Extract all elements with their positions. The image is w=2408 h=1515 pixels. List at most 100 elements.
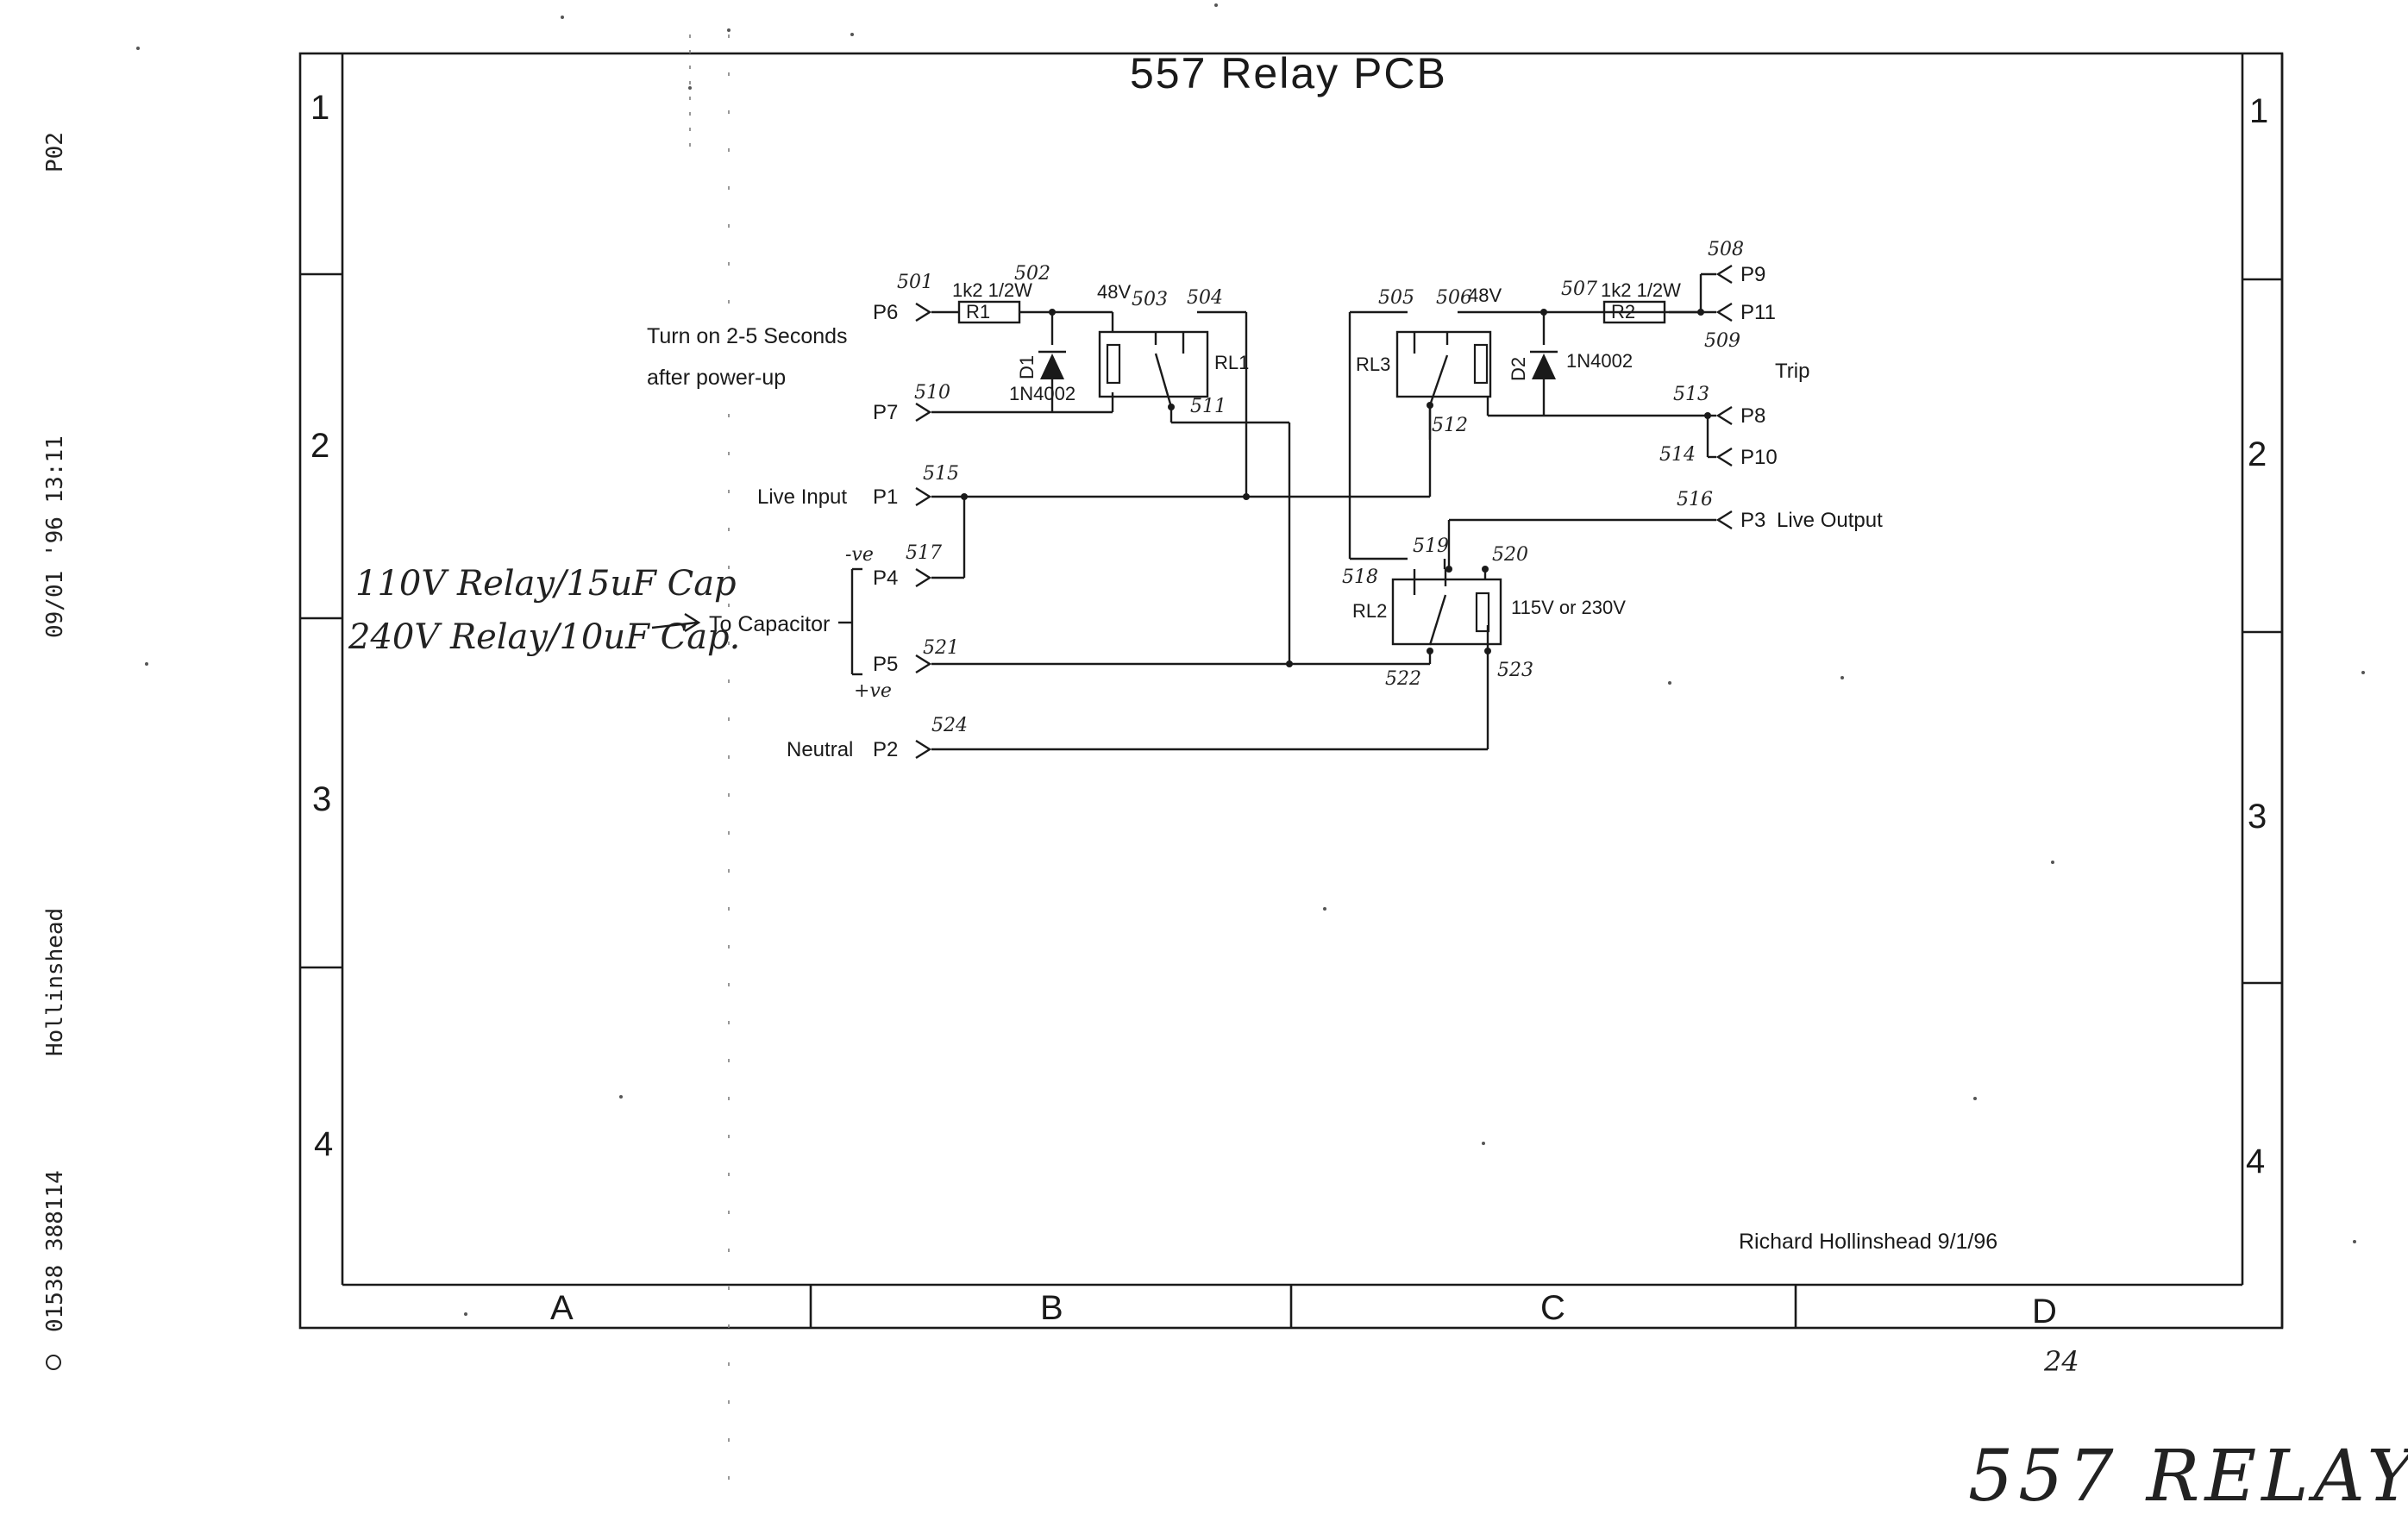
row-label-3-right: 3	[2248, 798, 2267, 836]
relay-rl1: RL1 48V	[1097, 281, 1249, 408]
node-504: 504	[1187, 287, 1223, 309]
r2-designator: R2	[1611, 301, 1635, 322]
node-507: 507	[1561, 279, 1597, 300]
port-p6: P6	[873, 301, 898, 324]
row-label-1-right: 1	[2249, 92, 2268, 130]
node-labels: 501 502 503 504 505 506 507 508 509 510 …	[897, 239, 1744, 736]
port-p7: P7	[873, 401, 898, 424]
fax-mark-icon	[46, 1355, 61, 1370]
row-label-4-left: 4	[314, 1125, 333, 1163]
d1-value: 1N4002	[1009, 383, 1075, 404]
port-p1: P1	[873, 485, 898, 509]
port-p2: P2	[873, 738, 898, 761]
fax-header-strip: P02 09/01 '96 13:11 Hollinshead 01538 38…	[42, 132, 68, 1370]
row-label-4-right: 4	[2246, 1143, 2265, 1180]
node-522: 522	[1385, 668, 1421, 690]
rl1-48v: 48V	[1097, 281, 1131, 303]
scan-dash-trail	[689, 34, 730, 1509]
col-label-a: A	[550, 1289, 574, 1327]
port-p11: P11	[1740, 301, 1776, 324]
node-518: 518	[1342, 567, 1378, 588]
handwritten-arrow-icon	[651, 612, 701, 633]
capacitor-bracket: -ve +ve	[838, 544, 892, 702]
col-label-b: B	[1040, 1289, 1063, 1327]
d1-designator: D1	[1016, 355, 1038, 379]
col-label-d: D	[2032, 1293, 2057, 1330]
fax-phone: 01538 388114	[42, 1170, 68, 1332]
relay-rl3: RL3 48V	[1356, 285, 1502, 406]
row-label-2-right: 2	[2248, 435, 2267, 473]
page-number: 24	[2043, 1345, 2079, 1378]
node-514: 514	[1659, 444, 1696, 466]
node-511: 511	[1190, 396, 1226, 417]
fax-datetime: 09/01 '96 13:11	[42, 435, 68, 638]
fax-page-code: P02	[42, 132, 68, 172]
turn-on-note-line2: after power-up	[647, 366, 786, 390]
rl1-designator: RL1	[1214, 352, 1249, 373]
diode-d1: D1 1N4002	[1009, 350, 1075, 404]
rl2-designator: RL2	[1352, 600, 1387, 622]
relay-rl2: RL2 115V or 230V	[1352, 569, 1626, 646]
trip-label: Trip	[1775, 360, 1809, 383]
node-508: 508	[1708, 239, 1744, 260]
fax-sender-name: Hollinshead	[42, 908, 68, 1056]
node-510: 510	[914, 382, 950, 404]
node-502: 502	[1014, 263, 1050, 285]
r1-value: 1k2 1/2W	[952, 279, 1032, 301]
row-label-3-left: 3	[312, 780, 331, 818]
schematic-title: 557 Relay PCB	[1130, 49, 1447, 97]
d2-designator: D2	[1508, 357, 1529, 381]
row-label-2-left: 2	[310, 427, 329, 465]
rl3-designator: RL3	[1356, 354, 1390, 375]
node-521: 521	[923, 637, 959, 659]
port-p9: P9	[1740, 263, 1765, 286]
neutral-label: Neutral	[787, 738, 853, 761]
d2-value: 1N4002	[1566, 350, 1633, 372]
resistor-r2: R2 1k2 1/2W	[1601, 279, 1681, 324]
turn-on-note-line1: Turn on 2-5 Seconds	[647, 324, 848, 348]
wiring	[931, 272, 1716, 751]
node-520: 520	[1492, 544, 1528, 566]
row-label-1-left: 1	[310, 89, 329, 127]
port-p4: P4	[873, 567, 898, 590]
rl2-voltage-note: 115V or 230V	[1511, 597, 1626, 618]
port-p5: P5	[873, 653, 898, 676]
node-515: 515	[923, 463, 959, 485]
node-519: 519	[1413, 535, 1449, 557]
node-512: 512	[1432, 415, 1468, 436]
handwritten-footer-557-relay: 557 RELAY	[1968, 1436, 2408, 1511]
author-credit: Richard Hollinshead 9/1/96	[1739, 1230, 1997, 1254]
node-524: 524	[931, 715, 968, 736]
resistor-r1: R1 1k2 1/2W	[952, 279, 1032, 324]
grid-labels: 1 2 3 4 1 2 3 4 A B C D	[310, 89, 2268, 1330]
r2-value: 1k2 1/2W	[1601, 279, 1681, 301]
junction-dots	[961, 309, 1711, 667]
live-output-label: Live Output	[1777, 509, 1883, 532]
scan-specks	[136, 3, 2365, 1316]
port-p8: P8	[1740, 404, 1765, 428]
node-513: 513	[1673, 384, 1709, 405]
to-capacitor-label: To Capacitor	[709, 612, 830, 636]
node-505: 505	[1378, 287, 1414, 309]
diode-d2: D2 1N4002	[1508, 350, 1633, 381]
handwritten-note-240v: 240V Relay/10uF Cap.	[348, 617, 740, 657]
rl3-48v: 48V	[1468, 285, 1502, 306]
port-p10: P10	[1740, 446, 1778, 469]
port-connectors	[915, 264, 1733, 760]
node-516: 516	[1677, 489, 1713, 510]
node-506: 506	[1436, 287, 1472, 309]
node-509: 509	[1704, 330, 1740, 352]
node-523: 523	[1497, 660, 1533, 681]
port-p3: P3	[1740, 509, 1765, 532]
cap-minus-label: -ve	[845, 544, 874, 566]
cap-plus-label: +ve	[854, 680, 892, 702]
col-label-c: C	[1540, 1289, 1565, 1327]
drawing-frame	[298, 52, 2284, 1330]
live-input-label: Live Input	[757, 485, 847, 509]
node-503: 503	[1132, 289, 1168, 310]
node-517: 517	[906, 542, 942, 564]
handwritten-note-110v: 110V Relay/15uF Cap	[355, 564, 737, 604]
node-501: 501	[897, 272, 933, 293]
